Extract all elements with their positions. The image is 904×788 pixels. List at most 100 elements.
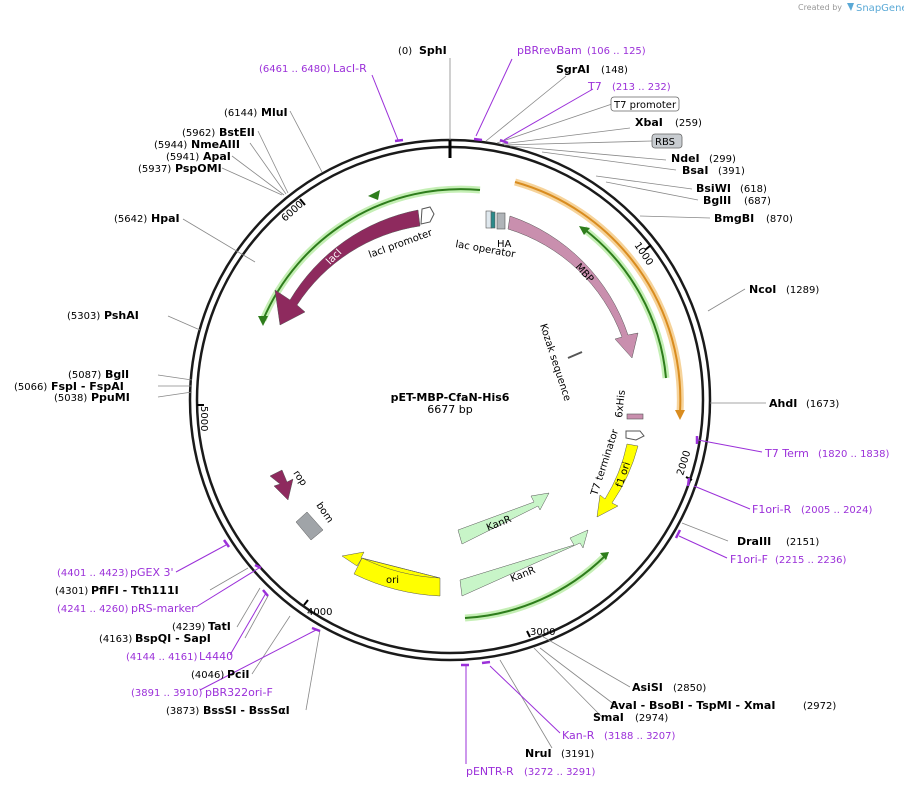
- site-name: PpuMI: [91, 391, 130, 404]
- t7-promoter-label: T7 promoter: [613, 100, 677, 111]
- primer-name: pENTR-R: [466, 765, 514, 778]
- site-pos: (1673): [806, 399, 839, 410]
- rbs-label: RBS: [655, 137, 675, 148]
- site-bstEII: (5962) BstEII: [182, 126, 255, 139]
- site-draIII: DraIII (2151): [737, 535, 819, 548]
- site-name: MluI: [261, 106, 288, 119]
- site-name: NmeAIII: [191, 138, 240, 151]
- site-name: SphI: [419, 44, 447, 57]
- site-name: BstEII: [219, 126, 255, 139]
- kanr-upper-feature: [457, 492, 550, 545]
- primer-range: (3272 .. 3291): [524, 767, 596, 778]
- primer-name: pGEX 3': [130, 566, 174, 579]
- bom-feature: [295, 511, 324, 541]
- snapgene-logo-icon: [847, 3, 854, 11]
- site-bsaI: BsaI (391): [682, 164, 745, 177]
- f1-ori-feature: [596, 443, 639, 518]
- primer-name: T7: [587, 80, 602, 93]
- orf-green-top-arrowhead: [258, 316, 268, 326]
- site-name: PshAI: [104, 309, 139, 322]
- tick-label-3000: 3000: [530, 627, 555, 638]
- primer-range: (2215 .. 2236): [775, 555, 847, 566]
- site-name: NruI: [525, 747, 552, 760]
- site-tatI: (4239) TatI: [172, 620, 231, 633]
- plasmid-name: pET-MBP-CfaN-His6: [391, 391, 510, 404]
- site-name: BglI: [105, 368, 129, 381]
- site-pos: (4239): [172, 622, 205, 633]
- site-name: FspI - FspAI: [51, 380, 124, 393]
- primer-l4440: (4144 .. 4161) L4440: [126, 650, 233, 663]
- site-pspOMI: (5937) PspOMI: [138, 162, 222, 175]
- orf-green-top-arc: [262, 188, 481, 321]
- primer-laci-r: (6461 .. 6480) LacI-R: [259, 62, 367, 75]
- site-name: SmaI: [593, 711, 624, 724]
- site-pshAI: (5303) PshAI: [67, 309, 139, 322]
- site-pos: (5941): [166, 152, 199, 163]
- lacI-feature: [274, 209, 421, 326]
- primer-pentr-r: pENTR-R (3272 .. 3291): [466, 765, 596, 778]
- tag-feature: [490, 211, 496, 229]
- site-name: NdeI: [671, 152, 700, 165]
- primer-range: (4241 .. 4260): [57, 604, 129, 615]
- site-pos: (4301): [55, 586, 88, 597]
- tick-label-4000: 4000: [307, 607, 332, 618]
- primer-name: pRS-marker: [131, 602, 196, 615]
- site-name: TatI: [208, 620, 231, 633]
- site-name: SgrAI: [556, 63, 590, 76]
- kanr-lower-feature: [459, 529, 589, 597]
- site-bsiWI: BsiWI (618): [696, 182, 767, 195]
- primer-name: T7 Term: [764, 447, 809, 460]
- site-name: DraIII: [737, 535, 771, 548]
- site-name: BssSI - BssSαI: [203, 704, 290, 717]
- site-name: BglII: [703, 194, 731, 207]
- site-nmeAIII: (5944) NmeAIII: [154, 138, 240, 151]
- site-name: AhdI: [769, 397, 797, 410]
- rop-label: rop: [291, 469, 309, 489]
- primer-range: (3188 .. 3207): [604, 731, 676, 742]
- site-pos: (4163): [99, 634, 132, 645]
- site-ahdI: AhdI (1673): [769, 397, 839, 410]
- ha-feature: [496, 212, 506, 230]
- primer-pbrrevbam: pBRrevBam (106 .. 125): [517, 44, 646, 57]
- site-bmgBI: BmgBI (870): [714, 212, 793, 225]
- ori-label: ori: [386, 575, 399, 586]
- site-sphI: (0) SphI: [398, 44, 447, 57]
- primer-name: F1ori-F: [730, 553, 768, 566]
- site-name: AvaI - BsoBI - TspMI - XmaI: [610, 699, 775, 712]
- rbs-box: RBS: [651, 133, 683, 149]
- t7-promoter-box: T7 promoter: [610, 96, 680, 112]
- t7-terminator-feature: [625, 430, 645, 441]
- site-mluI: (6144) MluI: [224, 106, 288, 119]
- primer-name: F1ori-R: [752, 503, 792, 516]
- site-name: NcoI: [749, 283, 776, 296]
- site-asiSI: AsiSI (2850): [632, 681, 706, 694]
- kozak-feature: [567, 351, 583, 359]
- site-pos: (2972): [803, 701, 836, 712]
- tick-label-2000: 2000: [675, 449, 693, 477]
- site-nruI: NruI (3191): [525, 747, 594, 760]
- site-sgrAI: SgrAI (148): [556, 63, 628, 76]
- site-pos: (5937): [138, 164, 171, 175]
- site-pos: (259): [675, 118, 702, 129]
- site-bglII: BglII (687): [703, 194, 771, 207]
- primer-leader-lines: [175, 58, 763, 764]
- site-pos: (0): [398, 46, 412, 57]
- site-ndeI: NdeI (299): [671, 152, 736, 165]
- site-pos: (4046): [191, 670, 224, 681]
- site-bglI: (5087) BglI: [68, 368, 129, 381]
- primer-name: L4440: [199, 650, 233, 663]
- f1-ori-label: f1 ori: [614, 461, 633, 489]
- site-name: BmgBI: [714, 212, 754, 225]
- site-avaI: AvaI - BsoBI - TspMI - XmaI (2972): [610, 699, 836, 712]
- primer-pbr322ori-f: (3891 .. 3910) pBR322ori-F: [131, 686, 273, 699]
- primer-name: pBRrevBam: [517, 44, 582, 57]
- mbp-feature: [507, 215, 639, 359]
- primer-prs-marker: (4241 .. 4260) pRS-marker: [57, 602, 196, 615]
- plasmid-size: 6677 bp: [427, 403, 472, 416]
- primer-range: (2005 .. 2024): [801, 505, 873, 516]
- orf-green-bottom-glow: [464, 553, 608, 622]
- lacI-promoter-feature: [420, 206, 435, 225]
- site-name: AsiSI: [632, 681, 663, 694]
- primer-name: pBR322ori-F: [205, 686, 273, 699]
- site-pos: (618): [740, 184, 767, 195]
